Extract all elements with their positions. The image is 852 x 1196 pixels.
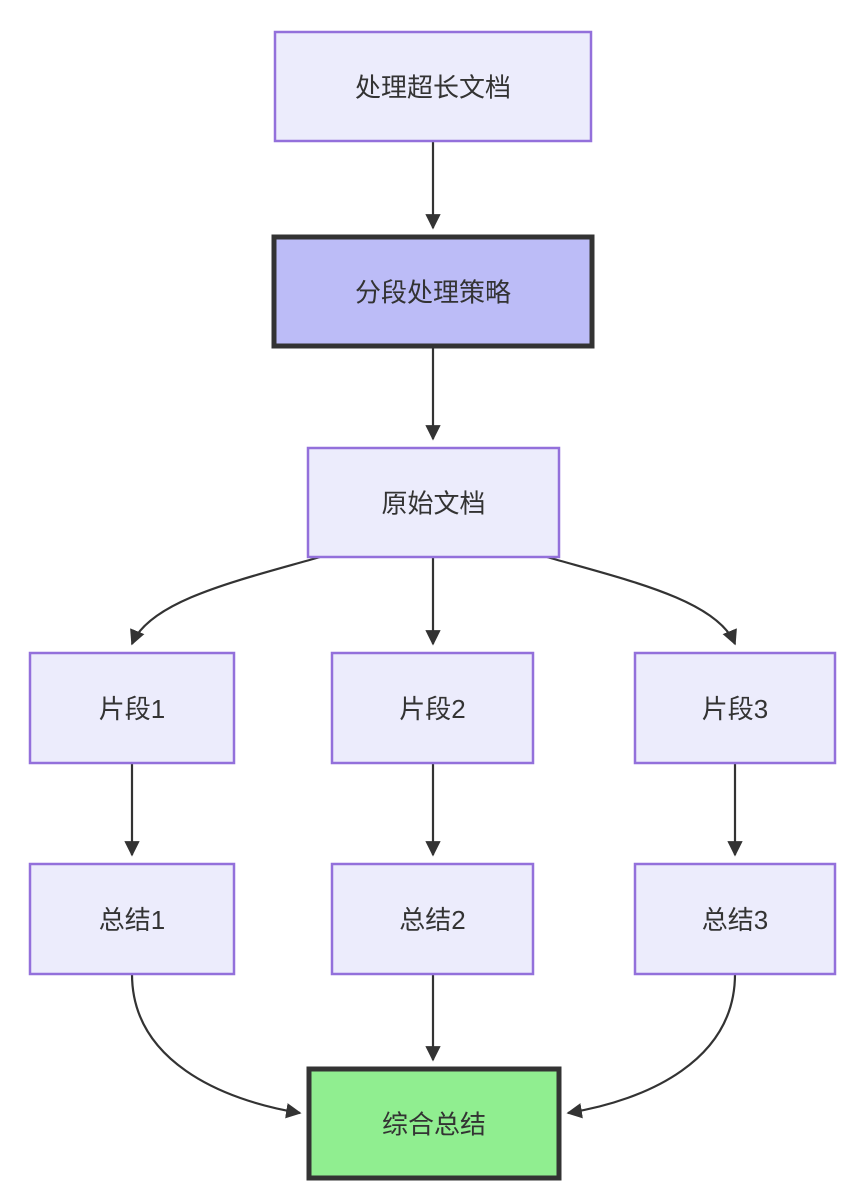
node-label: 片段3 (702, 694, 768, 724)
node-summary-3[interactable]: 总结3 (633, 862, 837, 976)
node-label: 片段1 (99, 694, 165, 724)
node-chunk-2[interactable]: 片段2 (330, 651, 535, 765)
node-label: 原始文档 (381, 489, 485, 519)
node-chunk-3[interactable]: 片段3 (633, 651, 837, 765)
node-summary-1[interactable]: 总结1 (28, 862, 236, 976)
node-label: 总结1 (99, 905, 165, 935)
node-label: 综合总结 (382, 1110, 486, 1140)
edge-summary-1-to-final (130, 973, 302, 1119)
node-label: 片段2 (399, 694, 465, 724)
edges-layer (124, 141, 743, 1119)
edge-source-to-chunk-3 (546, 555, 737, 646)
node-box (330, 651, 535, 765)
node-source[interactable]: 原始文档 (306, 446, 561, 559)
node-label: 总结2 (399, 905, 465, 935)
node-long-doc[interactable]: 处理超长文档 (273, 30, 593, 143)
node-strategy[interactable]: 分段处理策略 (271, 234, 595, 349)
edge-source-to-chunk-1 (130, 555, 321, 646)
node-box (28, 651, 236, 765)
node-chunk-1[interactable]: 片段1 (28, 651, 236, 765)
node-box (306, 446, 561, 559)
node-final[interactable]: 综合总结 (306, 1066, 562, 1181)
node-label: 总结3 (702, 905, 768, 935)
node-box (306, 1066, 562, 1181)
node-label: 分段处理策略 (355, 278, 511, 308)
edge-summary-3-to-final (566, 973, 737, 1119)
node-box (633, 862, 837, 976)
node-box (273, 30, 593, 143)
node-summary-2[interactable]: 总结2 (330, 862, 535, 976)
node-box (271, 234, 595, 349)
node-label: 处理超长文档 (355, 73, 511, 103)
node-box (633, 651, 837, 765)
node-box (28, 862, 236, 976)
node-box (330, 862, 535, 976)
